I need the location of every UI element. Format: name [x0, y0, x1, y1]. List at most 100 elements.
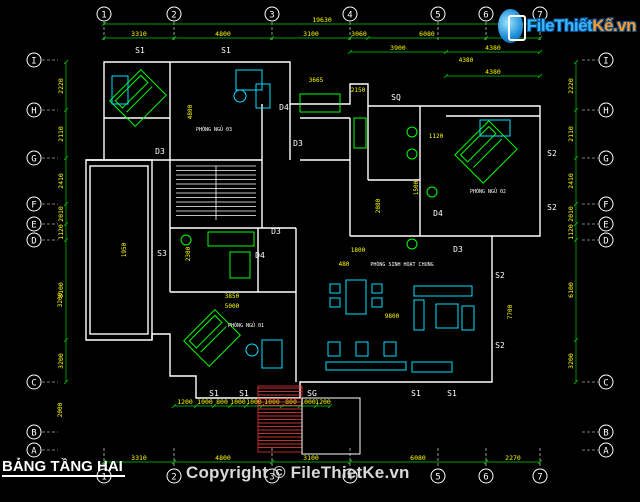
dimension-top: 4800 — [215, 30, 231, 38]
entrance-stair-outline — [257, 385, 303, 453]
dimension-tick — [63, 59, 69, 65]
door-window-label: S2 — [547, 203, 557, 212]
dimension-tick — [227, 403, 233, 409]
grid-bubble-icon — [598, 52, 614, 68]
toilet-icon — [180, 234, 192, 246]
dimension-tick — [443, 49, 449, 55]
dimension-top-second: 3900 — [390, 44, 406, 52]
dimension-tick — [443, 73, 449, 79]
grid-bubble-icon — [342, 468, 358, 484]
inner-dimension-label: 4380 — [459, 57, 474, 64]
dimension-tick — [483, 35, 489, 41]
grid-row-label: D — [603, 237, 608, 247]
grid-bubble-icon — [598, 232, 614, 248]
sink-icon — [406, 126, 418, 138]
door-window-label: S2 — [547, 149, 557, 158]
dimension-left: 6100 — [57, 282, 65, 298]
inner-wall-stair — [169, 159, 297, 382]
furniture-layer — [109, 69, 518, 373]
dimension-top: 3310 — [131, 30, 147, 38]
inner-dimension-label: 9800 — [385, 313, 400, 320]
inner-dimension-label: 1500 — [413, 180, 420, 195]
sofa-set — [413, 285, 475, 331]
dimension-top: 3060 — [351, 30, 367, 38]
grid-bubble-icon — [598, 150, 614, 166]
dimension-tick — [573, 337, 579, 343]
dimension-tick — [537, 49, 543, 55]
dimension-bottom-local: 1000 — [230, 398, 246, 406]
dimension-tick — [171, 35, 177, 41]
dimension-tick — [365, 35, 371, 41]
dimension-tick — [63, 237, 69, 243]
inner-wall-bath — [261, 104, 351, 236]
door-window-label: SG — [307, 389, 317, 398]
drawing-title: BẢNG TẦNG HAI — [2, 458, 125, 477]
dimension-tick — [313, 403, 319, 409]
dimension-tick — [211, 403, 217, 409]
dimension-right: 6100 — [567, 282, 575, 298]
grid-column-label: 1 — [101, 473, 106, 483]
dimension-bottom-local: 1000 — [197, 398, 213, 406]
dimension-tick — [171, 403, 177, 409]
dimension-right: 2410 — [567, 173, 575, 189]
grid-row-label: B — [31, 429, 36, 439]
dimension-tick — [63, 337, 69, 343]
grid-row-label: C — [31, 379, 36, 389]
dimension-tick — [269, 459, 275, 465]
grid-row-label: E — [31, 221, 36, 231]
entrance-porch — [301, 397, 361, 455]
grid-bubble-icon — [26, 216, 42, 232]
grid-bubble-icon — [598, 216, 614, 232]
dimension-top: 6080 — [419, 30, 435, 38]
dimension-tick — [537, 21, 543, 27]
shower-icon — [229, 251, 251, 279]
door-window-label: D4 — [279, 103, 289, 112]
dimension-bottom: 2270 — [505, 454, 521, 462]
sink-icon — [426, 186, 438, 198]
cabinet-icon — [255, 83, 271, 109]
desk-icon — [235, 69, 263, 91]
dimension-tick — [537, 35, 543, 41]
grid-bubble-icon — [532, 468, 548, 484]
grid-column-label: 4 — [347, 473, 352, 483]
dimension-right: 2010 — [567, 206, 575, 222]
grid-bubble-icon — [532, 6, 548, 22]
dimension-tick — [327, 403, 333, 409]
bed-icon — [454, 120, 518, 184]
dimension-top: 3100 — [303, 30, 319, 38]
stair-layer — [176, 165, 256, 220]
grid-bubble-icon — [598, 374, 614, 390]
dimension-left: 2010 — [57, 206, 65, 222]
walls-layer — [85, 61, 541, 399]
inner-dimension-label: 480 — [339, 261, 350, 268]
grid-column-label: 3 — [269, 473, 274, 483]
dimension-tick — [101, 459, 107, 465]
dimension-tick — [259, 403, 265, 409]
logo-word-thiet: Thiết — [554, 16, 593, 35]
dimension-tick — [573, 237, 579, 243]
inner-wall-right — [350, 106, 540, 237]
dimension-right: 3200 — [567, 353, 575, 369]
dining-set — [329, 279, 383, 315]
grid-bubble-icon — [598, 424, 614, 440]
grid-column-label: 5 — [435, 473, 440, 483]
grid-column-label: 7 — [537, 11, 542, 21]
logo-word-vn: .vn — [612, 16, 637, 35]
door-window-label: S1 — [447, 389, 457, 398]
grid-row-label: I — [31, 57, 36, 67]
dimension-top-total: 19630 — [312, 16, 332, 24]
inner-dimension-label: 1120 — [429, 133, 444, 140]
grid-row-label: B — [603, 429, 608, 439]
dimension-bottom: 6080 — [410, 454, 426, 462]
dimension-tick — [537, 459, 543, 465]
filethietke-logo: FileThiếtKế.vn — [498, 8, 637, 44]
dimension-tick — [573, 155, 579, 161]
grid-column-label: 1 — [101, 11, 106, 21]
dimension-tick — [243, 403, 249, 409]
dimension-left: 1120 — [57, 224, 65, 240]
door-window-label: SQ — [391, 93, 401, 102]
door-window-label: D4 — [433, 209, 443, 218]
inner-dimension-label: 1950 — [121, 242, 128, 257]
grid-row-label: G — [31, 155, 36, 165]
inner-dimension-label: 1800 — [351, 247, 366, 254]
